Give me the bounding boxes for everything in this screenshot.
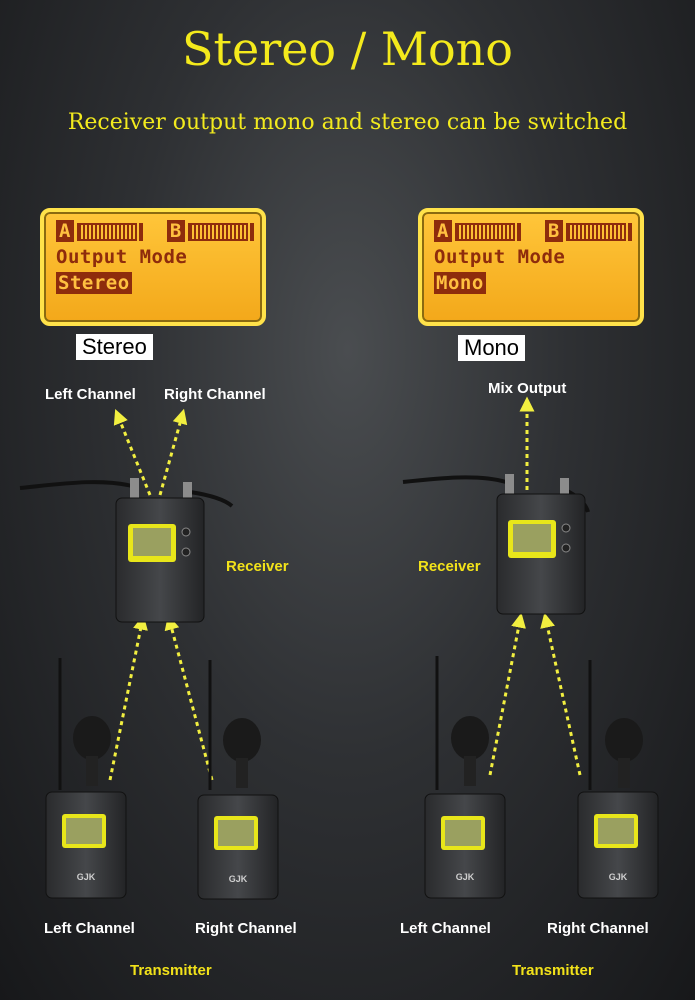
lcd-menu-title: Output Mode (56, 246, 188, 268)
signal-tick-icon (516, 222, 521, 241)
page-title: Stereo / Mono (182, 22, 513, 76)
mono-tx-left-label: Left Channel (400, 920, 491, 937)
stereo-tx-right-label: Right Channel (195, 920, 297, 937)
arrow-right-output (158, 408, 188, 496)
arrow-left-output (113, 409, 152, 496)
page-subtitle: Receiver output mono and stereo can be s… (67, 110, 628, 135)
mono-receiver-device (402, 474, 590, 615)
brand-logo: GJK (77, 872, 96, 882)
signal-tick-icon (627, 222, 632, 241)
mono-mix-output-label: Mix Output (488, 380, 567, 397)
signal-tick-icon (249, 222, 254, 241)
brand-logo: GJK (609, 872, 628, 882)
lcd-channel-b: B (166, 220, 185, 242)
brand-logo: GJK (229, 874, 248, 884)
stereo-mode-label: Stereo (76, 334, 153, 360)
mono-receiver-label: Receiver (418, 558, 481, 575)
signal-tick-icon (138, 222, 143, 241)
mono-transmitter-label: Transmitter (512, 962, 594, 979)
arrow-left-tx-mono (488, 612, 526, 776)
stereo-lcd-panel: A B Output Mode Stereo (40, 208, 266, 326)
stereo-output-right-label: Right Channel (164, 386, 266, 403)
arrow-left-tx (108, 614, 148, 781)
stereo-receiver-device (19, 478, 234, 623)
stereo-right-transmitter (197, 660, 279, 900)
stereo-left-transmitter (45, 658, 127, 899)
lcd-menu-title: Output Mode (434, 246, 566, 268)
battery-icon (76, 222, 137, 241)
lcd-channel-a: A (434, 220, 452, 242)
mono-lcd-panel: A B Output Mode Mono (418, 208, 644, 326)
arrow-right-tx (164, 614, 214, 781)
lcd-channel-b: B (544, 220, 563, 242)
battery-icon (187, 222, 248, 241)
arrow-right-tx-mono (540, 612, 582, 776)
mono-left-transmitter (424, 656, 506, 899)
mono-mode-label: Mono (458, 335, 526, 361)
stereo-output-left-label: Left Channel (45, 386, 136, 403)
mono-right-transmitter (577, 660, 659, 899)
battery-icon (454, 222, 515, 241)
brand-logo: GJK (456, 872, 475, 882)
lcd-selected-mode: Stereo (56, 272, 132, 294)
stereo-tx-left-label: Left Channel (44, 920, 135, 937)
lcd-selected-mode: Mono (434, 272, 486, 294)
stereo-transmitter-label: Transmitter (130, 962, 212, 979)
mono-tx-right-label: Right Channel (547, 920, 649, 937)
stereo-receiver-label: Receiver (226, 558, 289, 575)
lcd-channel-a: A (56, 220, 74, 242)
battery-icon (565, 222, 626, 241)
